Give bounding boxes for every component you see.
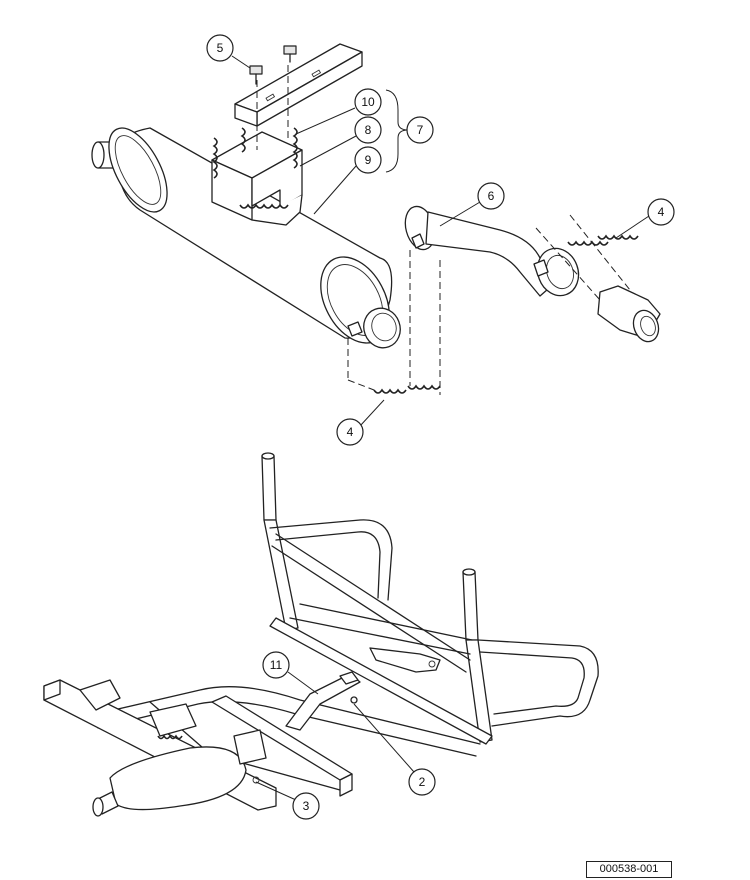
frame-upright-right (462, 568, 493, 743)
callout-11: 11 (262, 651, 319, 695)
nut (350, 696, 415, 773)
figure-reference-number: 000538-001 (586, 861, 672, 878)
muffler (91, 127, 401, 349)
callout-7: 7 (406, 116, 434, 144)
svg-text:4: 4 (658, 205, 665, 219)
svg-text:11: 11 (270, 658, 283, 672)
frame-muffler (92, 746, 247, 817)
svg-text:5: 5 (217, 41, 224, 55)
svg-text:9: 9 (365, 153, 372, 167)
callout-9: 9 (313, 146, 382, 215)
hanger-bracket (285, 671, 361, 731)
exhaust-pipe (404, 205, 580, 297)
callout-4-lower: 4 (336, 399, 385, 446)
callout-2: 2 (408, 768, 436, 796)
callout-3: 3 (255, 781, 320, 820)
callout-8: 8 (299, 116, 382, 167)
svg-text:10: 10 (361, 95, 375, 109)
callouts: 5 10 8 9 7 6 (206, 34, 675, 820)
svg-text:2: 2 (419, 775, 426, 789)
callout-6: 6 (439, 182, 505, 227)
tail-pipe (597, 285, 661, 343)
callout-5: 5 (206, 34, 251, 69)
mounting-bracket (211, 43, 363, 226)
engine-mount (149, 703, 267, 784)
callout-10: 10 (295, 88, 382, 135)
cross-member-bracket (369, 647, 441, 673)
svg-text:8: 8 (365, 123, 372, 137)
frame-rails (87, 519, 599, 791)
svg-text:6: 6 (488, 189, 495, 203)
springs-lower (347, 250, 441, 395)
bolt-left (249, 65, 263, 85)
svg-text:4: 4 (347, 425, 354, 439)
hanger-springs (212, 127, 298, 209)
svg-text:7: 7 (417, 123, 424, 137)
springs-upper (535, 214, 639, 301)
frame-upright-left (261, 452, 299, 631)
side-rail (211, 695, 353, 797)
callout-4-upper: 4 (615, 198, 675, 239)
bolt-right (283, 45, 297, 63)
svg-text:3: 3 (303, 799, 310, 813)
